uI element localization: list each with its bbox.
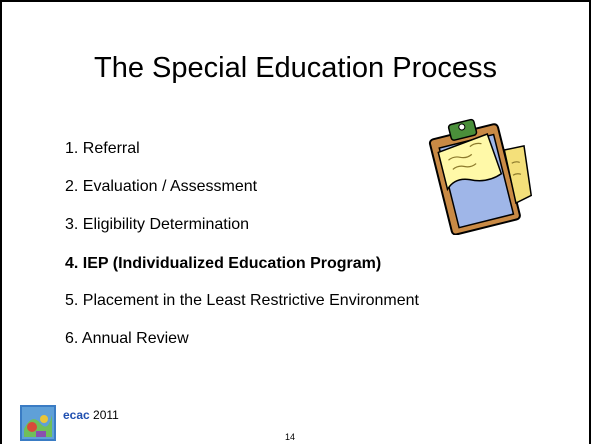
list-item: 1. Referral bbox=[65, 140, 140, 157]
list-item: 2. Evaluation / Assessment bbox=[65, 178, 258, 195]
page-number: 14 bbox=[285, 432, 296, 442]
footer-brand-text: ecac 2011 bbox=[63, 408, 119, 422]
footer-year: 2011 bbox=[93, 408, 119, 422]
list-item: 5. Placement in the Least Restrictive En… bbox=[65, 292, 419, 309]
slide-title: The Special Education Process bbox=[94, 52, 497, 84]
list-item: 3. Eligibility Determination bbox=[65, 216, 250, 233]
list-item: 6. Annual Review bbox=[65, 330, 189, 347]
list-item: 4. IEP (Individualized Education Program… bbox=[65, 255, 382, 272]
ecac-logo-icon bbox=[20, 405, 56, 441]
clipboard-with-notes-icon bbox=[428, 118, 533, 235]
brand-name: ecac bbox=[63, 408, 90, 422]
